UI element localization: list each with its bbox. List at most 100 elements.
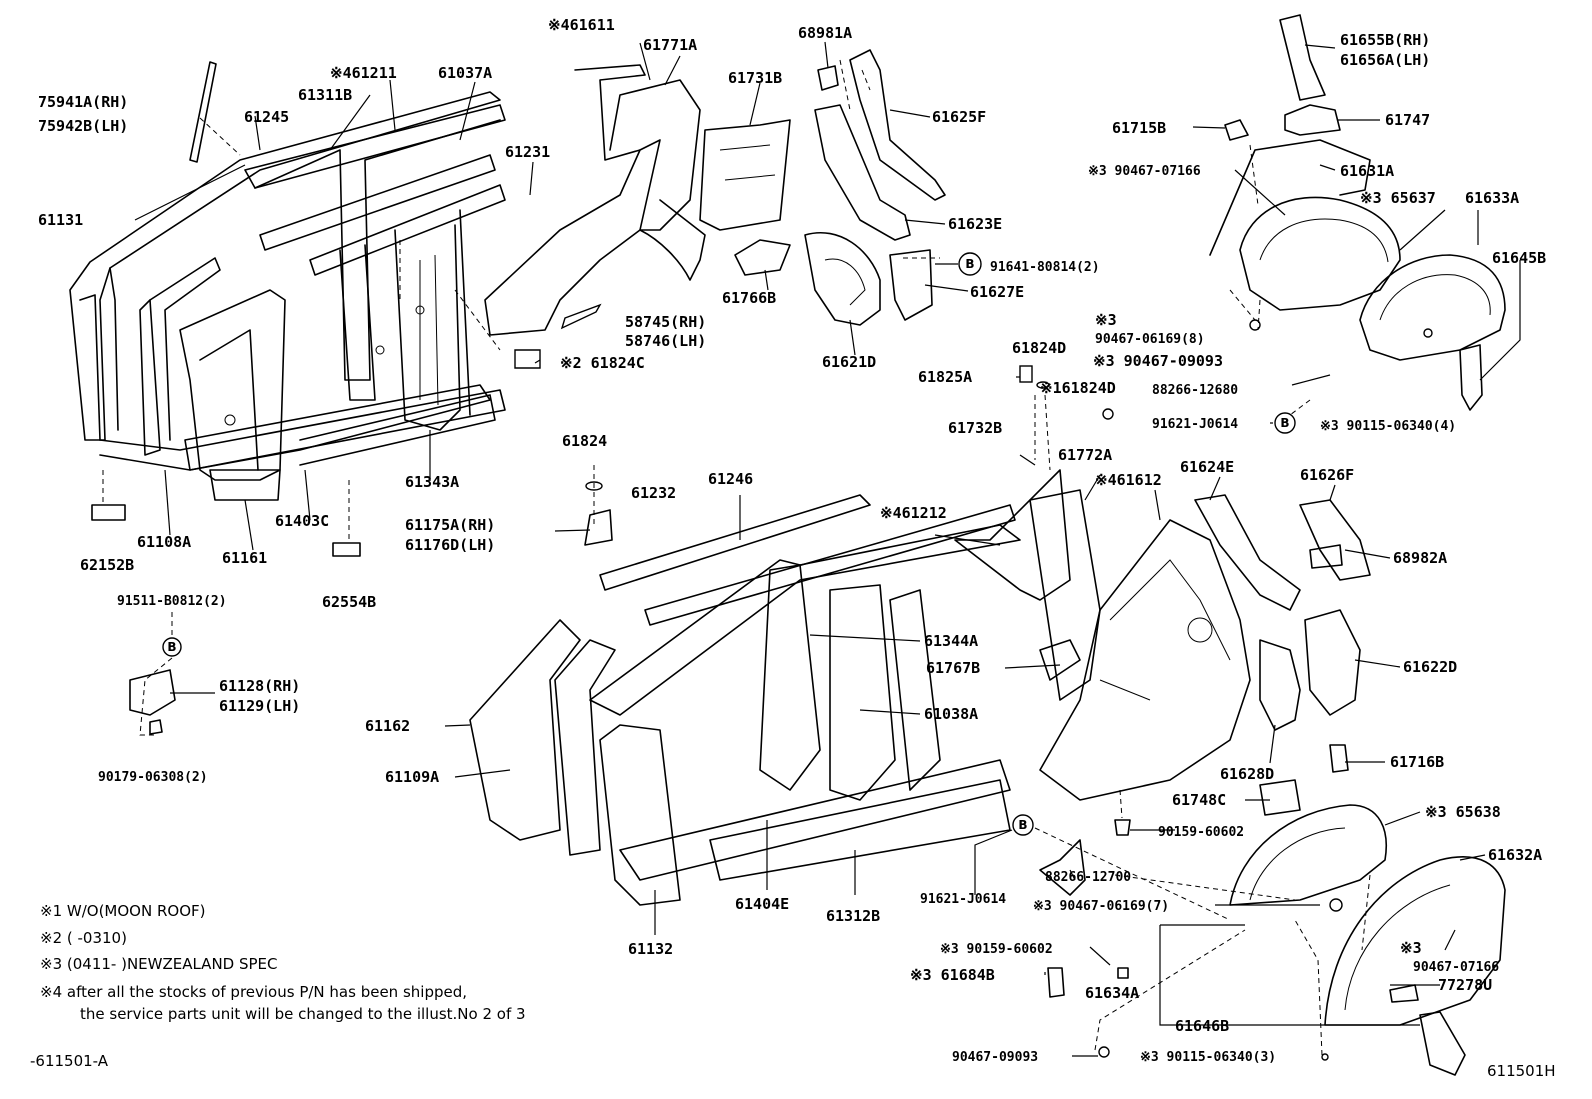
label-58745: 58745(RH) (625, 313, 706, 331)
label-61403C: 61403C (275, 512, 329, 530)
label-61731B: 61731B (728, 69, 782, 87)
label-61622D: 61622D (1403, 658, 1457, 676)
label-365638: ※3 65638 (1425, 803, 1501, 821)
circle-b-marker: B (1274, 412, 1296, 434)
label-61748C: 61748C (1172, 791, 1226, 809)
footnote-1: ※1 W/O(MOON ROOF) (40, 902, 205, 920)
label-90467-06169-8: 90467-06169(8) (1095, 332, 1205, 347)
label-61767B: 61767B (926, 659, 980, 677)
label-61766B: 61766B (722, 289, 776, 307)
footnotes: ※1 W/O(MOON ROOF) ※2 ( -0310) ※3 (0411- … (40, 902, 526, 1023)
circle-b-marker: B (958, 252, 982, 276)
label-61232: 61232 (631, 484, 676, 502)
label-61037A: 61037A (438, 64, 492, 82)
label-58746: 58746(LH) (625, 332, 706, 350)
label-390467-07166a: ※3 90467-07166 (1088, 164, 1201, 179)
label-61645B: 61645B (1492, 249, 1546, 267)
label-3b: ※3 (1400, 939, 1422, 957)
label-61161: 61161 (222, 549, 267, 567)
label-62152B: 62152B (80, 556, 134, 574)
label-61824D: 61824D (1012, 339, 1066, 357)
molding-strip-75941 (189, 61, 217, 163)
label-61747: 61747 (1385, 111, 1430, 129)
label-61656A: 61656A(LH) (1340, 51, 1430, 69)
svg-text:B: B (167, 640, 176, 654)
label-61632A: 61632A (1488, 846, 1542, 864)
label-390159-60602: ※3 90159-60602 (940, 942, 1053, 957)
lower-side-body-frame (91, 469, 1371, 906)
label-361684B: ※3 61684B (910, 966, 995, 984)
label-61634A: 61634A (1085, 984, 1139, 1002)
label-61343A: 61343A (405, 473, 459, 491)
quarter-inner-brackets (804, 49, 946, 326)
label-461212: ※461212 (880, 504, 947, 522)
label-390467-06169-7: ※3 90467-06169(7) (1033, 899, 1169, 914)
label-461211: ※461211 (330, 64, 397, 82)
label-61626F: 61626F (1300, 466, 1354, 484)
label-88266-12700: 88266-12700 (1045, 870, 1131, 885)
label-61132: 61132 (628, 940, 673, 958)
label-90159-60602: 90159-60602 (1158, 825, 1244, 840)
label-91641: 91641-80814(2) (990, 260, 1100, 275)
label-61311B: 61311B (298, 86, 352, 104)
label-61245: 61245 (244, 108, 289, 126)
label-61715B: 61715B (1112, 119, 1166, 137)
fasteners (514, 303, 1433, 1061)
illustration-ref-right: 611501H (1487, 1062, 1556, 1080)
label-61312B: 61312B (826, 907, 880, 925)
lower-wheelhouse (1047, 804, 1506, 1076)
label-3a: ※3 (1095, 311, 1117, 329)
label-365637: ※3 65637 (1360, 189, 1436, 207)
upper-side-body-frame (69, 91, 506, 501)
circle-b-marker: B (1012, 814, 1034, 836)
label-61771A: 61771A (643, 36, 697, 54)
label-61772A: 61772A (1058, 446, 1112, 464)
label-61344A: 61344A (924, 632, 978, 650)
label-61716B: 61716B (1390, 753, 1444, 771)
label-61175A: 61175A(RH) (405, 516, 495, 534)
label-91511: 91511-B0812(2) (117, 594, 227, 609)
label-161824D: ※161824D (1040, 379, 1116, 397)
label-90179: 90179-06308(2) (98, 770, 208, 785)
label-390467-09093: ※3 90467-09093 (1093, 352, 1223, 370)
label-91621-J0614a: 91621-J0614 (1152, 417, 1238, 432)
label-62554B: 62554B (322, 593, 376, 611)
label-77278U: 77278U (1438, 976, 1492, 994)
label-61631A: 61631A (1340, 162, 1394, 180)
label-61162: 61162 (365, 717, 410, 735)
label-61231: 61231 (505, 143, 550, 161)
label-61646B: 61646B (1175, 1017, 1229, 1035)
label-61627E: 61627E (970, 283, 1024, 301)
svg-text:B: B (1018, 818, 1027, 832)
circle-b-markers: B B B B (162, 252, 1296, 836)
label-461611: ※461611 (548, 16, 615, 34)
label-390115-06340-3: ※3 90115-06340(3) (1140, 1050, 1276, 1065)
label-68982A: 68982A (1393, 549, 1447, 567)
label-68981A: 68981A (798, 24, 852, 42)
label-61176D: 61176D(LH) (405, 536, 495, 554)
label-61633A: 61633A (1465, 189, 1519, 207)
label-88266-12680: 88266-12680 (1152, 383, 1238, 398)
dashed-guides (102, 59, 1371, 1056)
leader-lines (134, 41, 1521, 1057)
label-91621-J0614b: 91621-J0614 (920, 892, 1006, 907)
label-90467-07166b: 90467-07166 (1413, 960, 1499, 975)
svg-text:B: B (965, 257, 974, 271)
label-61038A: 61038A (924, 705, 978, 723)
label-61131: 61131 (38, 211, 83, 229)
upper-wheelhouse (1209, 14, 1506, 411)
footnote-4: ※4 after all the stocks of previous P/N … (40, 983, 467, 1001)
label-61404E: 61404E (735, 895, 789, 913)
label-75942B: 75942B(LH) (38, 117, 128, 135)
footnote-3: ※3 (0411- )NEWZEALAND SPEC (40, 955, 278, 973)
label-75941A: 75941A(RH) (38, 93, 128, 111)
label-61108A: 61108A (137, 533, 191, 551)
label-61628D: 61628D (1220, 765, 1274, 783)
label-61129: 61129(LH) (219, 697, 300, 715)
illustration-ref-left: -611501-A (30, 1052, 109, 1070)
circle-b-marker: B (162, 637, 182, 657)
label-90467-09093b: 90467-09093 (952, 1050, 1038, 1065)
label-61732B: 61732B (948, 419, 1002, 437)
quarter-panel-upper (484, 64, 791, 336)
label-461612: ※461612 (1095, 471, 1162, 489)
